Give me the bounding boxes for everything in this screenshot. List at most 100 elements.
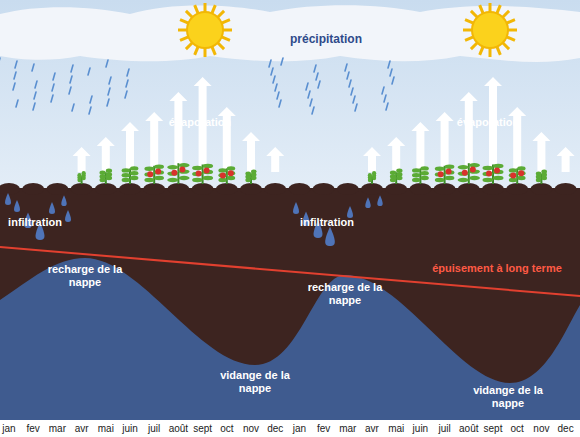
rain-drop [269,60,271,67]
suns [178,3,517,57]
rain-drop [125,91,127,98]
soil-mound [192,183,214,195]
rain-drop [88,68,90,75]
sun-ray [497,47,500,55]
cloud-band [0,5,580,62]
evaporation-arrow [73,147,91,172]
rain-drop [281,58,283,65]
plant-leaf [517,166,525,170]
plant-leaf [122,178,130,182]
soil-mounds [0,183,577,195]
soil-mound [240,183,262,195]
plant-leaf [130,171,138,175]
rain-drop [351,88,353,95]
sky [0,0,580,190]
plant-leaf [420,176,428,180]
sun-ray [497,5,500,13]
plant-leaf [368,173,372,177]
soil-mound [409,183,431,195]
evaporation-arrow [460,92,478,172]
month-label: mai [98,423,114,435]
rain-drop [90,96,92,103]
plant-leaf [100,171,106,175]
plant-leaf [144,178,154,182]
month-label: nov [243,423,259,435]
sun-ray [212,5,215,13]
water-drop [293,202,299,214]
plant-leaf [517,171,525,175]
soil-mound [167,183,189,195]
sun-ray [463,29,472,32]
rain-drop [15,61,17,68]
plant-leaf [122,173,130,177]
plant-leaf [493,164,504,168]
plant-leaf [218,168,226,172]
plant-leaf [445,165,455,169]
month-label: avr [365,423,379,435]
plant-leaf [517,176,525,180]
plant-leaf [192,166,203,170]
tomato [171,170,177,176]
month-label: dec [558,423,574,435]
rain-drop [53,73,55,80]
evaporation-label: évaporation [457,116,519,129]
soil-mound [506,183,528,195]
plant-leaf [435,167,445,171]
evaporation-arrow [121,122,139,172]
soil [0,188,580,420]
plant-leaf [412,178,420,182]
sun-ray [180,37,188,40]
plant-leaf [420,171,428,175]
tomato [155,168,161,174]
tomato [196,171,202,177]
tomato [470,167,476,173]
soil-mound [288,183,310,195]
sun-ray [218,11,224,17]
month-label: oct [220,423,233,435]
plant-leaf [483,178,494,182]
rain-drop [310,99,312,106]
plant-leaf [372,171,376,175]
month-strip [0,420,580,437]
recharge-label: recharge de la nappe [40,263,130,288]
month-label: mai [388,423,404,435]
soil-mound [119,183,141,195]
tomato [462,170,468,176]
plant-leaf [445,176,455,180]
evaporation-arrow [242,132,260,172]
plant-leaf [483,166,494,170]
plant-leaf [178,176,189,180]
plant-leaf [469,176,480,180]
rain-drop [70,76,72,83]
tomato [510,173,516,179]
month-label: mar [339,423,356,435]
rain-drop [316,73,318,80]
plants [77,163,547,184]
tomato [220,173,226,179]
soil-mound [555,183,577,195]
plant-leaf [122,168,130,172]
rain-drop [71,65,73,72]
plant-leaf [167,165,178,169]
rain-drop [126,80,128,87]
tomato [494,168,500,174]
plant-leaf [251,169,257,173]
rain-drop [89,107,91,114]
month-label: jan [2,423,15,435]
sun-ray [471,11,477,17]
rain-drop [390,69,392,76]
soil-mound [143,183,165,195]
tomato [228,170,234,176]
rain-drop [35,81,37,88]
plant-leaf [390,171,396,175]
drawdown-label: vidange de la nappe [463,384,553,409]
month-label: juil [438,423,450,435]
rain-drop [34,92,36,99]
evaporation-arrow [411,122,429,172]
rain-drop [279,100,281,107]
tomato [486,171,492,177]
recharge-label: recharge de la nappe [300,281,390,306]
rain-drop [347,72,349,79]
month-label: nov [533,423,549,435]
soil-mound [0,183,20,195]
